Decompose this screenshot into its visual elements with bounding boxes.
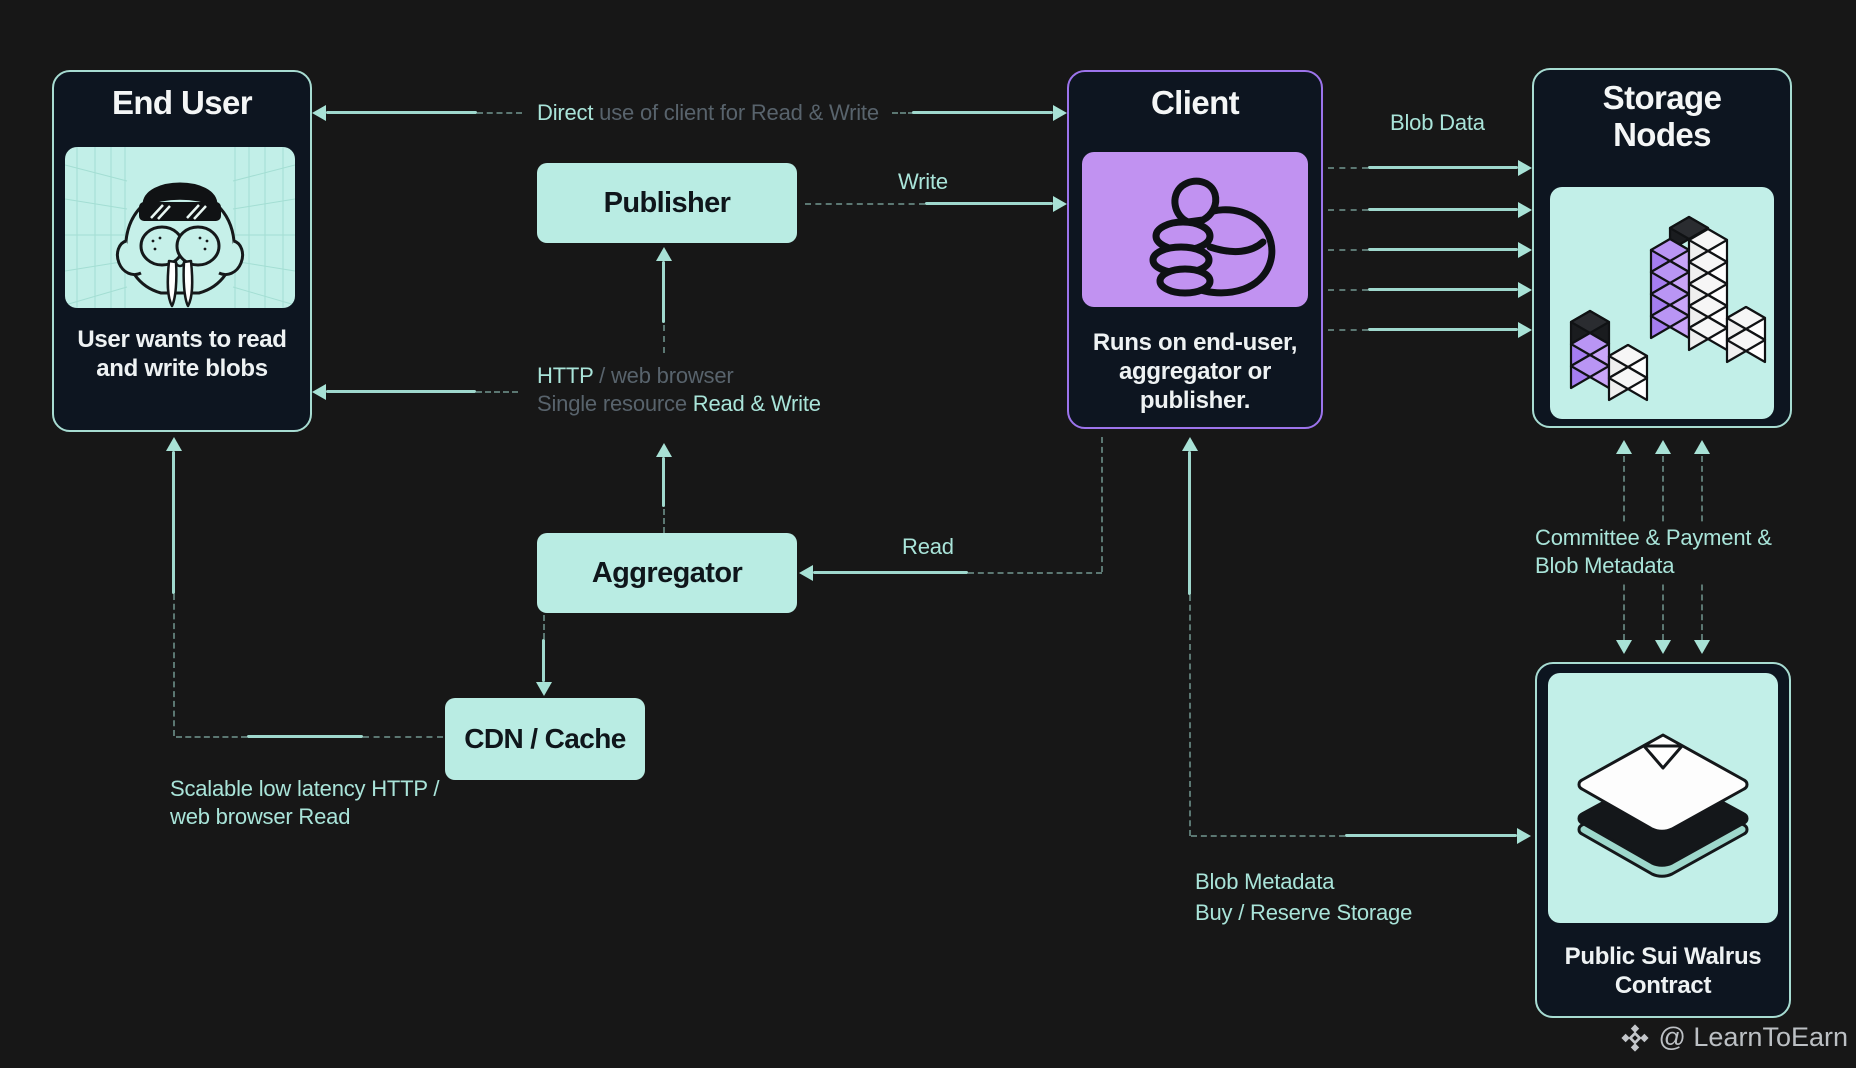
arrow-aggregator-up-solid — [662, 457, 665, 507]
edge-label-direct: Direct use of client for Read & Write — [537, 99, 879, 127]
arrow-read-solid — [813, 571, 968, 574]
arrow-contract-dash-v — [1189, 595, 1191, 836]
arrow-committee-1-up-head — [1616, 440, 1632, 454]
storage-illustration-panel — [1550, 187, 1774, 419]
arrow-blobdata-2-dash — [1328, 209, 1368, 211]
arrow-write-solid — [925, 202, 1053, 205]
arrow-direct-to-client-solid — [912, 111, 1053, 114]
watermark-text: @ LearnToEarn — [1658, 1022, 1848, 1052]
arrow-write-dash — [805, 203, 925, 205]
arrow-committee-2-down-head — [1655, 640, 1671, 654]
edge-label-http: HTTP / web browser Single resource Read … — [537, 362, 821, 418]
arrow-contract-solid-h — [1345, 834, 1517, 837]
arrow-blobdata-5-head — [1518, 322, 1532, 338]
arrow-contract-up-head — [1182, 437, 1198, 451]
arrow-write-head — [1053, 196, 1067, 212]
edge-label-scalable: Scalable low latency HTTP / web browser … — [170, 776, 440, 829]
arrow-to-publisher-dash — [663, 325, 665, 353]
arrow-read-dash-vertical — [1101, 437, 1103, 572]
arrow-read-head — [799, 565, 813, 581]
arrow-blobdata-4-dash — [1328, 289, 1368, 291]
edge-label-read: Read — [902, 534, 954, 559]
arrow-direct-to-enduser-dash — [477, 112, 522, 114]
arrow-contract-solid-v — [1188, 451, 1191, 595]
edge-label-committee: Committee & Payment & Blob Metadata — [1535, 522, 1778, 584]
arrow-to-publisher-solid — [662, 261, 665, 323]
binance-diamond-icon — [1621, 1023, 1650, 1052]
client-caption: Runs on end-user, aggregator or publishe… — [1092, 329, 1298, 414]
watermark: @ LearnToEarn — [1620, 1022, 1848, 1053]
arrow-blobdata-1-solid — [1368, 166, 1518, 169]
aggregator-label: Aggregator — [591, 556, 743, 589]
http-line1: HTTP / web browser — [537, 363, 734, 388]
arrow-direct-to-enduser-head — [312, 105, 326, 121]
publisher-label: Publisher — [603, 186, 731, 219]
arrow-direct-to-enduser-solid — [326, 111, 477, 114]
direct-rest: use of client for Read & Write — [593, 100, 879, 125]
http-line2: Single resource Read & Write — [537, 391, 821, 416]
arrow-blobdata-2-solid — [1368, 208, 1518, 211]
arrow-blobdata-4-solid — [1368, 288, 1518, 291]
arrow-cdn-to-enduser-dash-h1 — [176, 736, 247, 738]
client-illustration-panel — [1082, 152, 1308, 307]
arrow-direct-to-client-head — [1053, 105, 1067, 121]
arrow-blobdata-4-head — [1518, 282, 1532, 298]
arrow-cdn-to-enduser-dash-h2 — [363, 736, 443, 738]
arrow-contract-dash-h — [1191, 835, 1345, 837]
arrow-blobdata-1-dash — [1328, 167, 1368, 169]
walrus-icon — [65, 147, 295, 308]
arrow-blobdata-1-head — [1518, 160, 1532, 176]
sui-contract-caption: Public Sui Walrus Contract — [1564, 943, 1762, 999]
arrow-blobdata-5-solid — [1368, 328, 1518, 331]
arrow-read-dash — [968, 572, 1102, 574]
arrow-committee-1-down-head — [1616, 640, 1632, 654]
arrow-aggregator-cdn-dash — [543, 615, 545, 639]
contract-illustration-panel — [1548, 673, 1778, 923]
cube-stacks-icon — [1569, 215, 1767, 402]
end-user-illustration-panel — [65, 147, 295, 308]
sui-contract-node: Public Sui Walrus Contract — [1535, 662, 1791, 1018]
publisher-node: Publisher — [537, 163, 797, 243]
arrow-to-publisher-head — [656, 247, 672, 261]
storage-nodes-title: Storage Nodes — [1602, 79, 1722, 153]
edge-label-write: Write — [898, 169, 948, 194]
cdn-cache-node: CDN / Cache — [445, 698, 645, 780]
edge-label-blob-metadata: Blob Metadata Buy / Reserve Storage — [1195, 869, 1413, 925]
thumbs-up-icon — [1149, 177, 1276, 297]
arrow-http-to-enduser-dash — [476, 391, 518, 393]
end-user-node: End User — [52, 70, 312, 432]
stacked-papers-icon — [1577, 733, 1749, 878]
aggregator-node: Aggregator — [537, 533, 797, 613]
client-node: Client Runs on end-user, aggregator or p… — [1067, 70, 1323, 429]
edge-label-blob-data: Blob Data — [1390, 110, 1485, 135]
arrow-cdn-to-enduser-solid-h — [247, 735, 363, 738]
direct-highlight: Direct — [537, 100, 594, 125]
cdn-cache-label: CDN / Cache — [464, 723, 626, 754]
arrow-direct-to-client-dash — [892, 112, 914, 114]
arrow-committee-3-up-head — [1694, 440, 1710, 454]
arrow-blobdata-3-solid — [1368, 248, 1518, 251]
arrow-http-to-enduser-head — [312, 384, 326, 400]
end-user-caption: User wants to read and write blobs — [77, 326, 287, 382]
arrow-cdn-to-enduser-head — [166, 437, 182, 451]
end-user-title: End User — [111, 84, 253, 121]
arrow-cdn-to-enduser-solid-v — [172, 451, 175, 594]
arrow-aggregator-cdn-solid — [542, 639, 545, 682]
client-title: Client — [1150, 84, 1240, 121]
arrow-aggregator-up-head — [656, 443, 672, 457]
arrow-aggregator-cdn-head — [536, 682, 552, 696]
arrow-committee-3-down-head — [1694, 640, 1710, 654]
arrow-aggregator-up-dash — [663, 509, 665, 533]
arrow-committee-2-up-head — [1655, 440, 1671, 454]
arrow-http-to-enduser-solid — [326, 390, 476, 393]
arrow-blobdata-3-dash — [1328, 249, 1368, 251]
arrow-contract-head — [1517, 828, 1531, 844]
arrow-blobdata-3-head — [1518, 242, 1532, 258]
storage-nodes-node: Storage Nodes — [1532, 68, 1792, 428]
arrow-blobdata-5-dash — [1328, 329, 1368, 331]
arrow-blobdata-2-head — [1518, 202, 1532, 218]
arrow-cdn-to-enduser-dash-v — [173, 594, 175, 736]
